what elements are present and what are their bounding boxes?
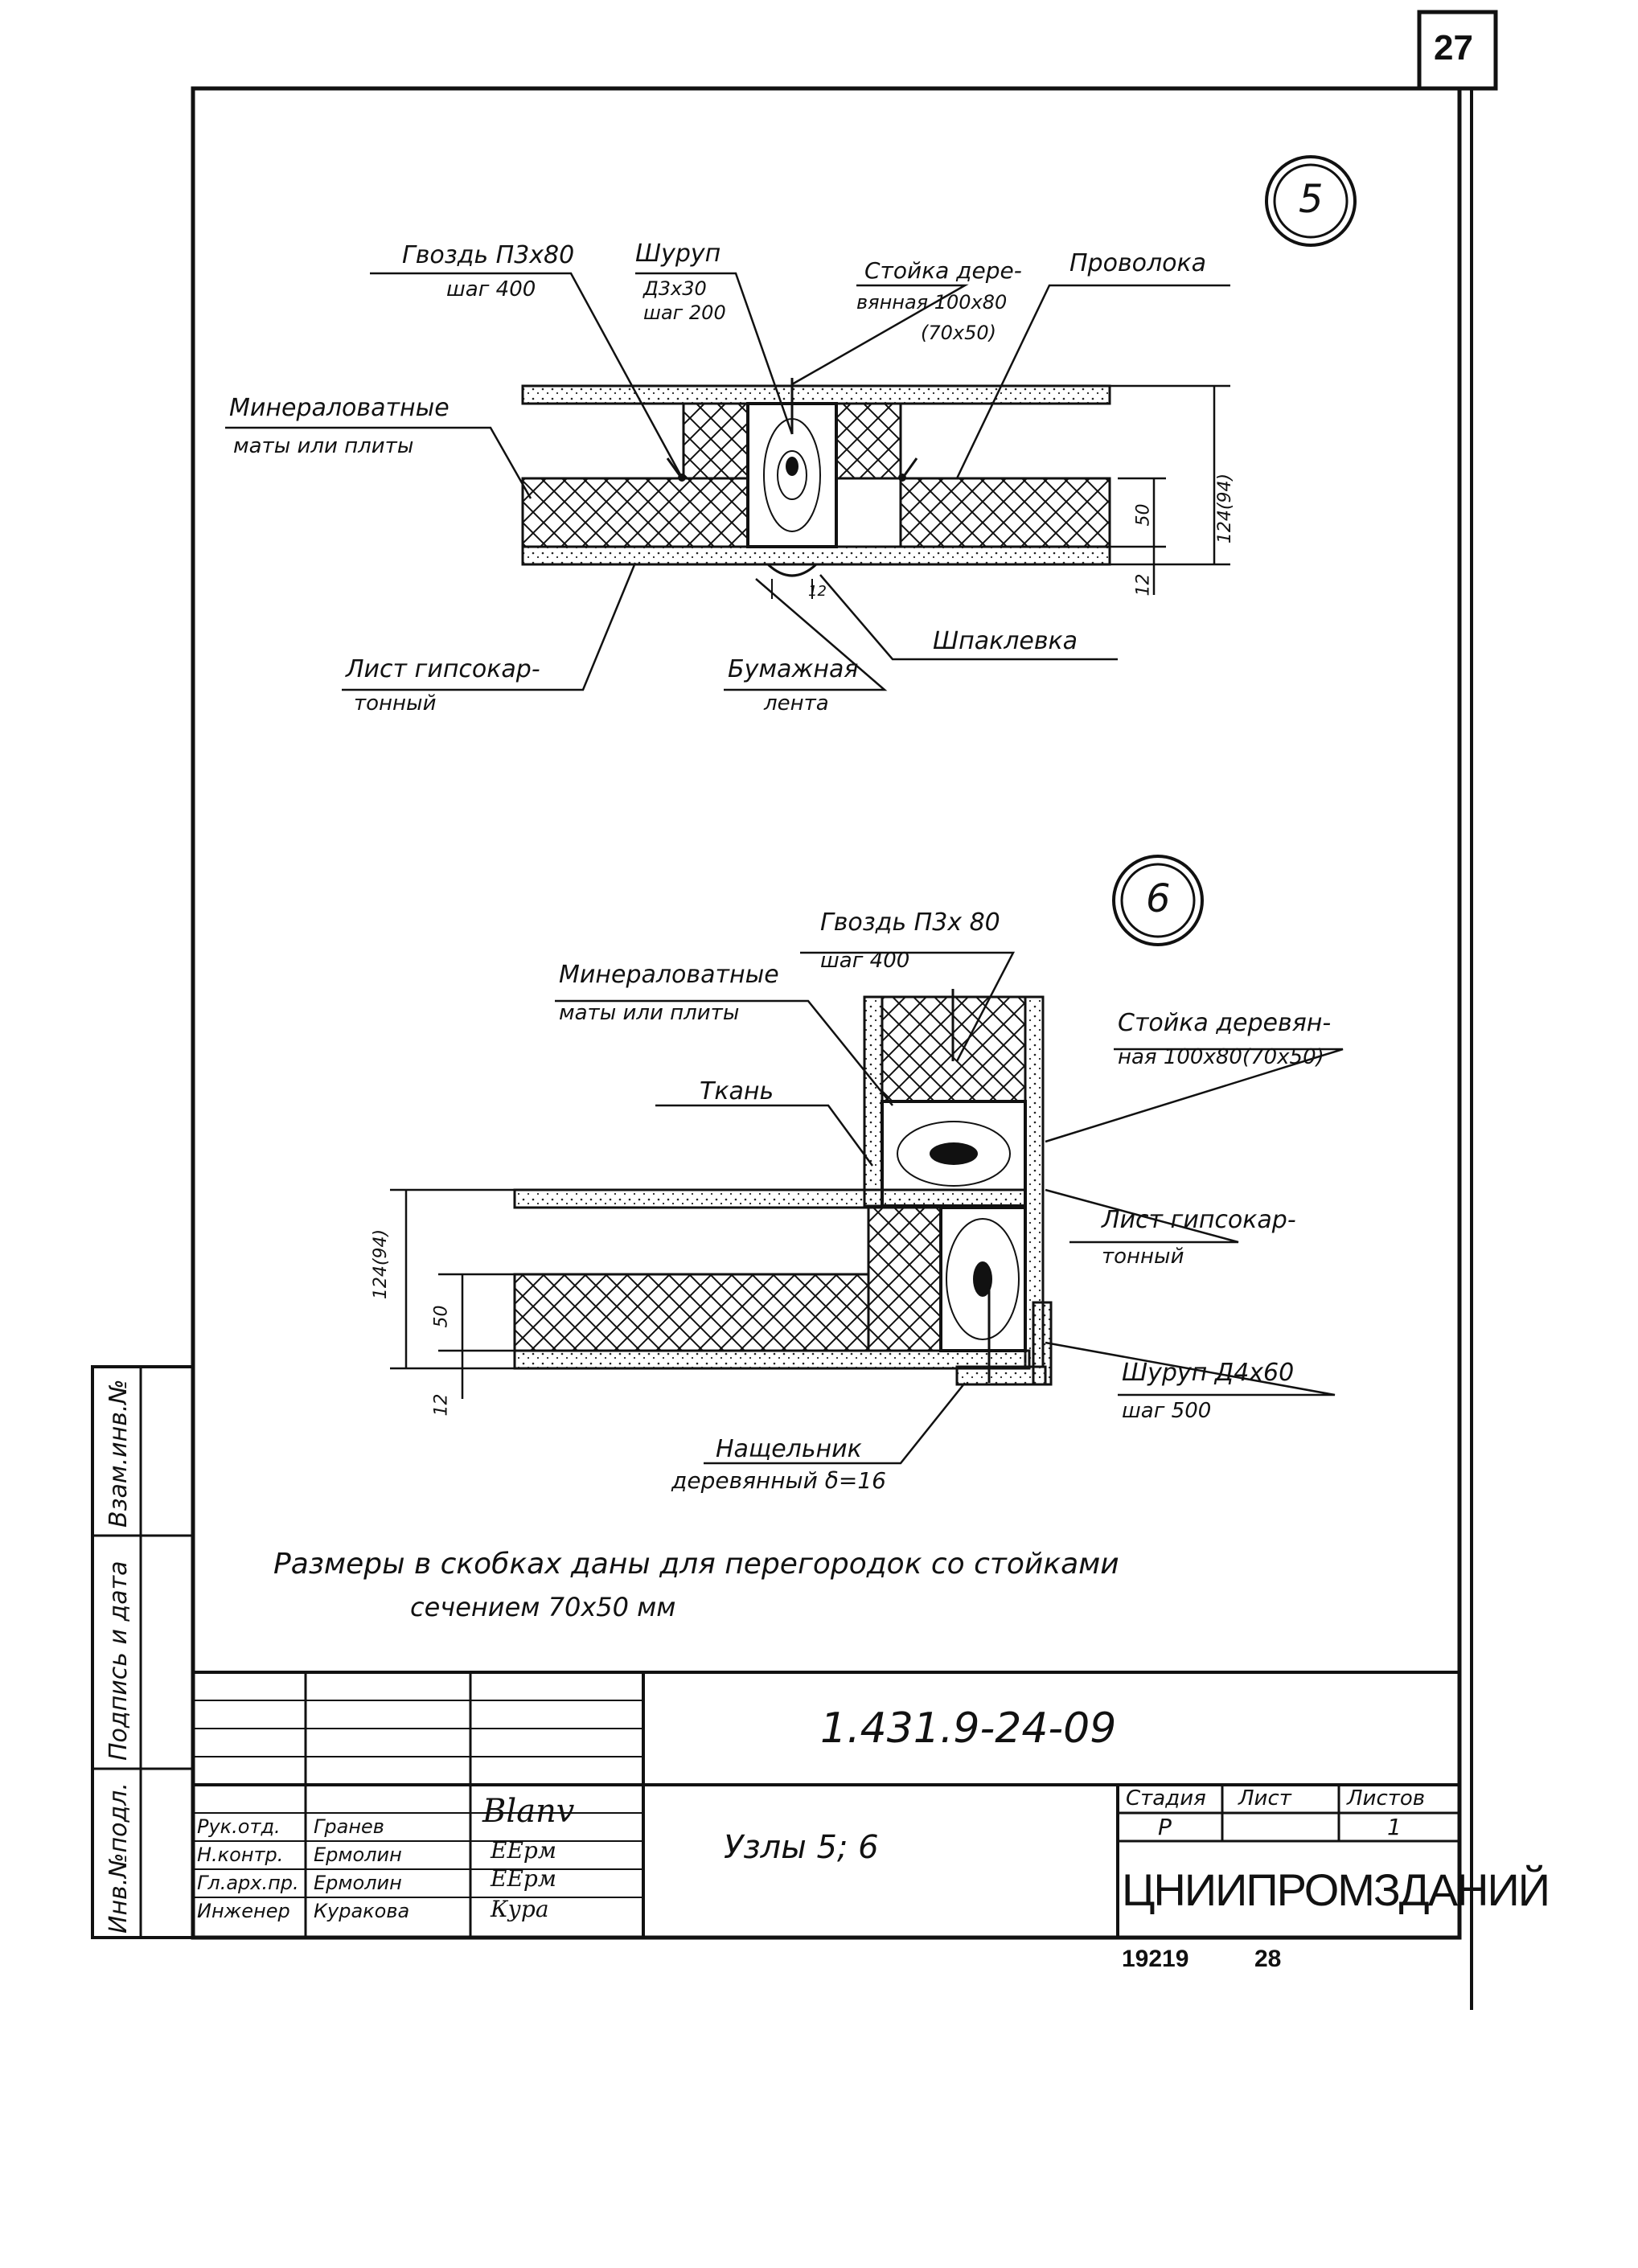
d5-dim-50: 50	[1133, 503, 1154, 527]
detail-5-drawing	[225, 155, 1357, 691]
d5-screw-size: Д3х30	[643, 277, 707, 300]
sheet-number: 27	[1434, 28, 1473, 68]
drawing-title: Узлы 5; 6	[724, 1829, 879, 1866]
title-block-grid	[193, 1671, 1459, 1938]
signer-name: Куракова	[314, 1900, 410, 1922]
d5-dim-total: 124(94)	[1215, 473, 1236, 544]
detail-6-marker: 6	[1146, 876, 1171, 921]
d5-gypsum-label: Лист гипсокар-	[346, 655, 540, 683]
signer-role: Гл.арх.пр.	[197, 1872, 299, 1894]
d6-screw-step: шаг 500	[1122, 1399, 1212, 1423]
d6-dim-50: 50	[431, 1305, 452, 1328]
d5-nail-step: шаг 400	[446, 277, 536, 301]
d6-dim-total: 124(94)	[371, 1228, 392, 1300]
d5-wool-type: маты или плиты	[233, 434, 414, 458]
d6-gypsum-type: тонный	[1102, 1245, 1184, 1269]
detail-6-drawing	[390, 855, 1344, 1465]
d6-screw-label: Шуруп Д4х60	[1122, 1359, 1295, 1387]
d5-screw-label: Шуруп	[635, 240, 721, 268]
d6-nail-label: Гвоздь П3х 80	[820, 908, 1000, 937]
d5-stud-alt-size: (70х50)	[921, 322, 997, 344]
d5-dim-tape: 12	[808, 583, 827, 600]
d5-tape-label: Бумажная	[728, 655, 859, 683]
detail-5-marker: 5	[1299, 177, 1324, 222]
d5-screw-step: шаг 200	[643, 301, 726, 324]
side-stamp-inv-original: Инв.№подл.	[105, 1782, 133, 1934]
d6-fabric-label: Ткань	[700, 1077, 774, 1105]
signer-role: Инженер	[197, 1900, 290, 1922]
page-number: 28	[1254, 1946, 1282, 1972]
stage-value: Р	[1158, 1814, 1172, 1840]
stage-header: Стадия	[1126, 1786, 1206, 1811]
d6-dim-12: 12	[431, 1393, 452, 1417]
d5-putty-label: Шпаклевка	[933, 627, 1078, 655]
d5-tape-type: лента	[764, 691, 829, 716]
organization-name: ЦНИИПРОМЗДАНИЙ	[1122, 1864, 1550, 1915]
sheet-header: Лист	[1238, 1786, 1291, 1811]
signer-signature: Blanv	[482, 1793, 575, 1830]
d6-wool-label: Минераловатные	[559, 961, 779, 989]
signer-name: Ермолин	[314, 1844, 402, 1866]
d5-nail-label: Гвоздь П3х80	[402, 241, 575, 269]
d5-stud-label: Стойка дере-	[864, 257, 1022, 284]
signer-name: Ермолин	[314, 1872, 402, 1894]
signer-name: Гранев	[314, 1815, 384, 1838]
d6-stud-size: ная 100х80(70х50)	[1118, 1045, 1324, 1069]
signer-role: Рук.отд.	[197, 1815, 281, 1838]
sheets-header: Листов	[1347, 1786, 1426, 1811]
note-line-2: сечением 70х50 мм	[410, 1592, 676, 1622]
order-number: 19219	[1122, 1946, 1189, 1972]
d6-stud-label: Стойка деревян-	[1118, 1009, 1332, 1037]
d5-wool-label: Минераловатные	[229, 394, 450, 422]
d6-gypsum-label: Лист гипсокар-	[1102, 1206, 1296, 1234]
d6-batten-label: Нащельник	[716, 1435, 862, 1463]
side-stamp-inv-replace: Взам.инв.№	[105, 1379, 133, 1528]
d5-gypsum-type: тонный	[354, 691, 437, 716]
d5-dim-12: 12	[1133, 573, 1154, 597]
note-line-1: Размеры в скобках даны для перегородок с…	[273, 1548, 1119, 1581]
doc-code: 1.431.9-24-09	[820, 1704, 1117, 1753]
d6-batten-type: деревянный δ=16	[671, 1467, 886, 1494]
drawing-frame	[91, 86, 1473, 2010]
d6-wool-type: маты или плиты	[559, 1001, 740, 1025]
signer-role: Н.контр.	[197, 1844, 284, 1866]
signer-signature: ЕЕрм	[491, 1837, 557, 1864]
d5-wire-label: Проволока	[1069, 249, 1207, 277]
sheets-value: 1	[1387, 1814, 1402, 1840]
d5-stud-size: вянная 100х80	[856, 291, 1008, 314]
side-stamp-signature-date: Подпись и дата	[105, 1561, 133, 1761]
signer-signature: Кура	[491, 1896, 549, 1922]
d6-nail-step: шаг 400	[820, 949, 910, 973]
signer-signature: ЕЕрм	[491, 1865, 557, 1892]
